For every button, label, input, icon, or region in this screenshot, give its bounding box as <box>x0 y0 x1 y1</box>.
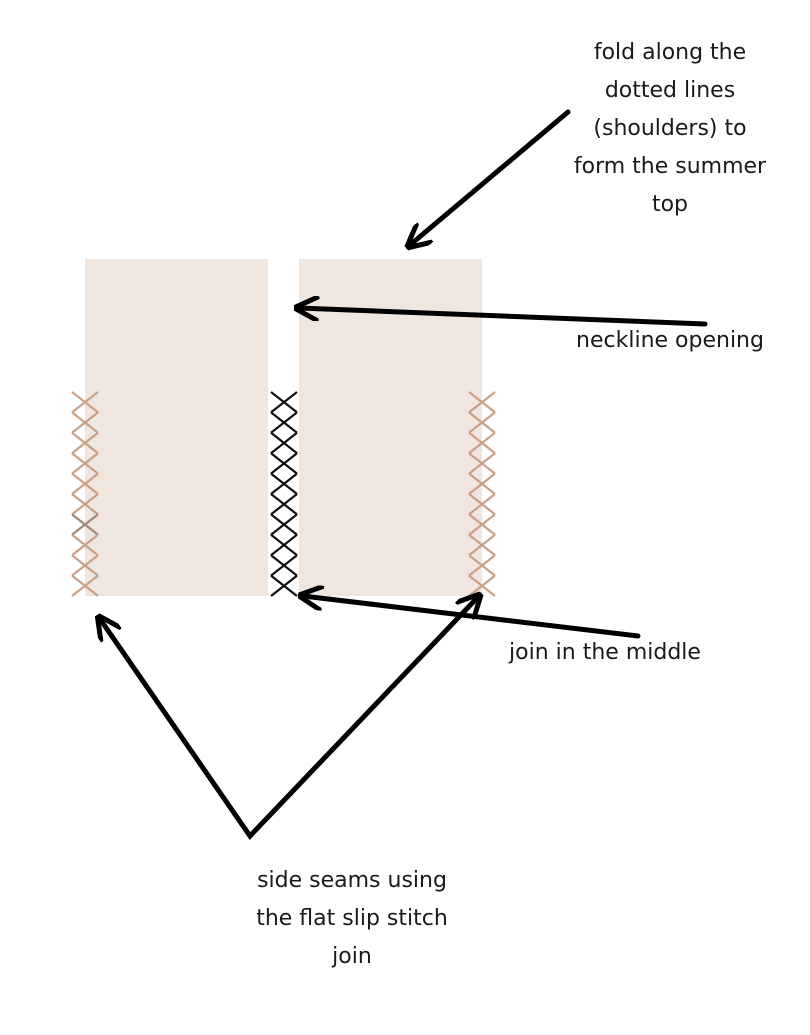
annotation-line: join in the middle <box>509 640 701 665</box>
middle-join-stitches <box>270 391 298 597</box>
stitch-mark <box>468 452 496 475</box>
stitch-mark <box>71 493 99 516</box>
stitch-mark <box>71 513 99 536</box>
neckline-annotation: neckline opening <box>560 322 780 360</box>
annotation-line: form the summer <box>573 154 767 179</box>
annotation-line: side seams using <box>257 868 447 893</box>
stitch-mark <box>270 554 298 577</box>
stitch-mark <box>71 472 99 495</box>
stitch-mark <box>270 493 298 516</box>
annotation-line: join <box>332 944 372 969</box>
stitch-mark <box>468 411 496 434</box>
stitch-mark <box>71 533 99 557</box>
stitch-mark <box>468 533 496 557</box>
stitch-mark <box>468 493 496 516</box>
annotation-line: the flat slip stitch <box>256 906 448 931</box>
stitch-mark <box>71 431 99 455</box>
neckline-arrow <box>299 308 708 327</box>
annotation-line: (shoulders) to <box>593 116 747 141</box>
annotation-line: neckline opening <box>576 328 764 353</box>
stitch-mark <box>270 411 298 434</box>
join-middle-annotation: join in the middle <box>490 634 720 672</box>
annotation-line: fold along the <box>593 40 747 65</box>
right-side-seam-stitches <box>468 391 496 597</box>
left-side-seam-stitches <box>71 391 99 597</box>
stitch-mark <box>468 513 496 536</box>
left-panel <box>85 259 268 596</box>
stitch-mark <box>71 452 99 475</box>
stitch-mark <box>71 554 99 577</box>
side-seam-arrows <box>100 597 478 840</box>
stitch-mark <box>270 431 298 455</box>
stitch-mark <box>270 452 298 475</box>
stitch-mark <box>270 391 298 414</box>
stitch-mark <box>468 554 496 577</box>
stitch-mark <box>71 391 99 414</box>
annotation-line: dotted lines <box>604 78 736 103</box>
arrows <box>100 109 708 840</box>
stitch-mark <box>468 472 496 495</box>
stitch-mark <box>71 574 99 597</box>
side-seams-annotation: side seams using the flat slip stitch join <box>232 862 472 976</box>
fold-arrow <box>410 109 571 245</box>
fold-annotation: fold along the dotted lines (shoulders) to… <box>560 34 780 224</box>
annotation-line: top <box>651 192 689 217</box>
stitch-mark <box>468 391 496 414</box>
stitch-mark <box>270 533 298 557</box>
stitch-mark <box>71 411 99 434</box>
stitch-mark <box>270 513 298 536</box>
stitch-mark <box>468 431 496 455</box>
stitch-mark <box>270 472 298 495</box>
